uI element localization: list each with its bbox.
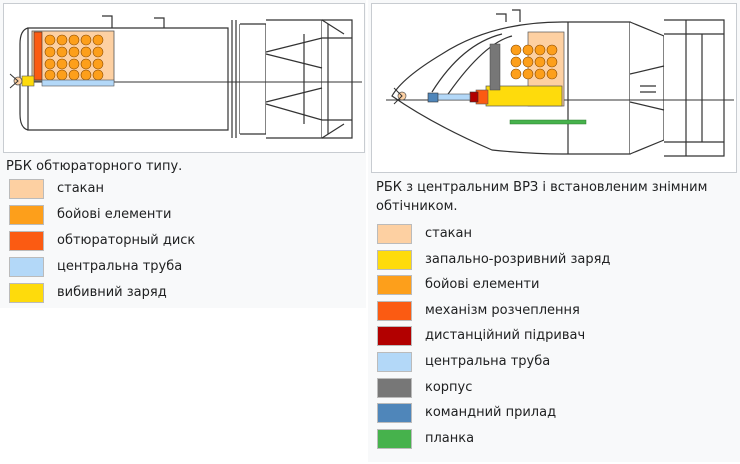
central-charge-bomb-illustration — [386, 9, 734, 157]
legend-label: планка — [425, 430, 475, 446]
left-caption: РБК обтюраторного типу. — [6, 159, 183, 174]
legend-label: запально-розривний заряд — [425, 251, 611, 267]
legend-label: механізм розчеплення — [425, 302, 580, 318]
legend-label: вибивний заряд — [57, 285, 167, 300]
legend-label: командний прилад — [425, 405, 557, 421]
legend-label: обтюраторный диск — [57, 233, 196, 248]
color-swatch — [377, 249, 412, 270]
color-swatch — [9, 283, 44, 303]
legend-label: дистанційний підривач — [425, 328, 586, 344]
legend-label: бойові елементи — [425, 277, 540, 293]
color-swatch — [377, 351, 412, 372]
color-swatch — [377, 428, 412, 449]
color-swatch — [9, 205, 44, 225]
legend-label: бойові елементи — [57, 207, 172, 222]
color-swatch — [377, 377, 412, 398]
obturator-bomb-drawing — [3, 3, 365, 153]
right-caption: РБК з центральним ВРЗ і встановленим зні… — [376, 180, 708, 214]
color-swatch — [377, 326, 412, 347]
color-swatch — [377, 224, 412, 244]
color-swatch — [9, 257, 44, 277]
legend-label: стакан — [57, 181, 105, 196]
legend-label: стакан — [425, 226, 473, 241]
legend-label: центральна труба — [425, 353, 551, 369]
central-charge-bomb-drawing — [371, 3, 737, 173]
color-swatch — [377, 403, 412, 424]
color-swatch — [9, 231, 44, 251]
color-swatch — [9, 179, 44, 199]
legend-label: корпус — [425, 379, 473, 395]
obturator-bomb-illustration — [9, 15, 362, 139]
figure-central-charge-type: РБК з центральним ВРЗ і встановленим зні… — [368, 0, 740, 462]
legend-label: центральна труба — [57, 259, 183, 274]
color-swatch — [377, 300, 412, 321]
color-swatch — [377, 275, 412, 296]
figure-obturator-type: РБК обтюраторного типу. стакан бойові ел… — [0, 0, 366, 308]
